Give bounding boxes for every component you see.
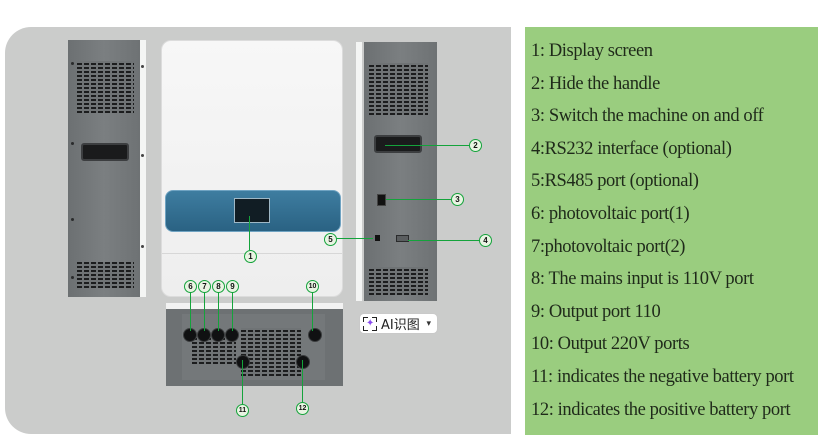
callout-11: 11	[236, 404, 249, 417]
ai-button-label: AI识图	[381, 318, 420, 333]
legend-item: 12: indicates the positive battery port	[531, 399, 791, 420]
vent-grille-top	[369, 63, 428, 115]
legend-item: 6: photovoltaic port(1)	[531, 203, 690, 224]
legend-list: 1: Display screen 2: Hide the handle 3: …	[531, 35, 794, 426]
legend-panel	[525, 27, 818, 435]
legend-item: 5:RS485 port (optional)	[531, 171, 699, 192]
legend-item: 1: Display screen	[531, 41, 653, 61]
callout-10: 10	[306, 280, 319, 293]
legend-item: 9: Output port 110	[531, 301, 661, 322]
callout-3: 3	[451, 193, 464, 206]
power-switch	[377, 194, 386, 206]
legend-item: 8: The mains input is 110V port	[531, 269, 754, 290]
inverter-right-side-view	[356, 42, 437, 301]
callout-12: 12	[296, 402, 309, 415]
legend-item: 11: indicates the negative battery port	[531, 366, 794, 387]
rs485-port	[375, 235, 380, 241]
legend-item: 3: Switch the machine on and off	[531, 106, 764, 127]
callout-2: 2	[469, 139, 482, 152]
callout-5: 5	[324, 233, 337, 246]
vent-grille-bottom	[77, 262, 134, 288]
legend-item: 4:RS232 interface (optional)	[531, 138, 732, 159]
callout-6: 6	[184, 280, 197, 293]
legend-item: 2: Hide the handle	[531, 73, 660, 94]
callout-1: 1	[244, 250, 257, 263]
callout-8: 8	[212, 280, 225, 293]
display-screen	[234, 198, 270, 223]
handle-recess	[81, 143, 129, 161]
output-220-port	[308, 328, 322, 342]
ai-image-recognition-button[interactable]: ✦ AI识图 ▾	[359, 313, 438, 334]
callout-9: 9	[226, 280, 239, 293]
callout-7: 7	[198, 280, 211, 293]
rs232-port	[396, 235, 409, 242]
inverter-left-side-view	[68, 40, 146, 297]
callout-4: 4	[479, 234, 492, 247]
ai-scan-icon: ✦	[363, 316, 377, 331]
vent-grille-bottom	[369, 267, 428, 295]
legend-item: 10: Output 220V ports	[531, 334, 690, 355]
chevron-down-icon[interactable]: ▾	[426, 318, 431, 329]
vent-grille-top	[77, 61, 134, 113]
inverter-front-view	[161, 40, 343, 297]
handle-recess	[374, 135, 422, 153]
inverter-bottom-view	[166, 303, 343, 386]
legend-item: 7:photovoltaic port(2)	[531, 236, 686, 257]
